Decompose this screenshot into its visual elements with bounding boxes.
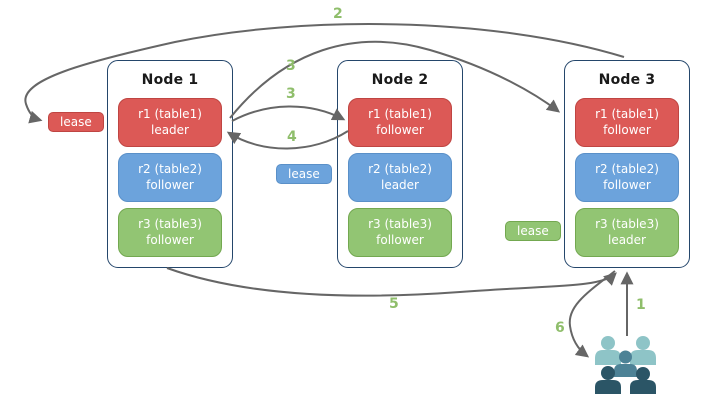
node3-replica-r1: r1 (table1) follower	[575, 98, 679, 147]
replica-role: leader	[380, 177, 419, 192]
step-label-2: 2	[333, 6, 343, 22]
lease-chip-blue: lease	[276, 164, 332, 184]
step-label-4: 4	[287, 129, 297, 145]
node-1-box: Node 1 r1 (table1) leader r2 (table2) fo…	[107, 60, 233, 268]
node1-replica-r3: r3 (table3) follower	[118, 208, 222, 257]
lease-chip-red: lease	[48, 112, 104, 132]
replica-role: leader	[607, 232, 646, 247]
node-2-box: Node 2 r1 (table1) follower r2 (table2) …	[337, 60, 463, 268]
node1-replica-r1: r1 (table1) leader	[118, 98, 222, 147]
arrow-step-5-node1-to-node3	[166, 267, 617, 297]
lease-chip-green: lease	[505, 221, 561, 241]
node1-replica-r2: r2 (table2) follower	[118, 153, 222, 202]
step-label-1: 1	[636, 297, 646, 313]
replica-role: follower	[603, 122, 651, 137]
replica-name: r3 (table3)	[368, 216, 432, 231]
replica-name: r2 (table2)	[595, 161, 659, 176]
arrow-step-3-node1-to-node2	[231, 105, 346, 122]
node3-replica-r2: r2 (table2) follower	[575, 153, 679, 202]
replica-role: follower	[146, 177, 194, 192]
users-icon	[595, 336, 656, 394]
node2-replica-r3: r3 (table3) follower	[348, 208, 452, 257]
replica-role: follower	[376, 232, 424, 247]
replica-role: follower	[146, 232, 194, 247]
replica-role: follower	[376, 122, 424, 137]
node3-replica-r3: r3 (table3) leader	[575, 208, 679, 257]
step-label-6: 6	[555, 320, 565, 336]
step-label-3b: 3	[286, 86, 296, 102]
replica-name: r1 (table1)	[138, 106, 202, 121]
replica-role: leader	[150, 122, 189, 137]
replica-name: r1 (table1)	[368, 106, 432, 121]
node-3-box: Node 3 r1 (table1) follower r2 (table2) …	[564, 60, 690, 268]
replica-role: follower	[603, 177, 651, 192]
node-1-title: Node 1	[141, 72, 199, 88]
replica-name: r3 (table3)	[595, 216, 659, 231]
replica-name: r2 (table2)	[368, 161, 432, 176]
step-label-3a: 3	[286, 58, 296, 74]
node-2-title: Node 2	[371, 72, 429, 88]
node2-replica-r2: r2 (table2) leader	[348, 153, 452, 202]
step-label-5: 5	[389, 296, 399, 312]
replica-name: r3 (table3)	[138, 216, 202, 231]
replica-name: r1 (table1)	[595, 106, 659, 121]
node2-replica-r1: r1 (table1) follower	[348, 98, 452, 147]
node-3-title: Node 3	[598, 72, 656, 88]
replica-name: r2 (table2)	[138, 161, 202, 176]
